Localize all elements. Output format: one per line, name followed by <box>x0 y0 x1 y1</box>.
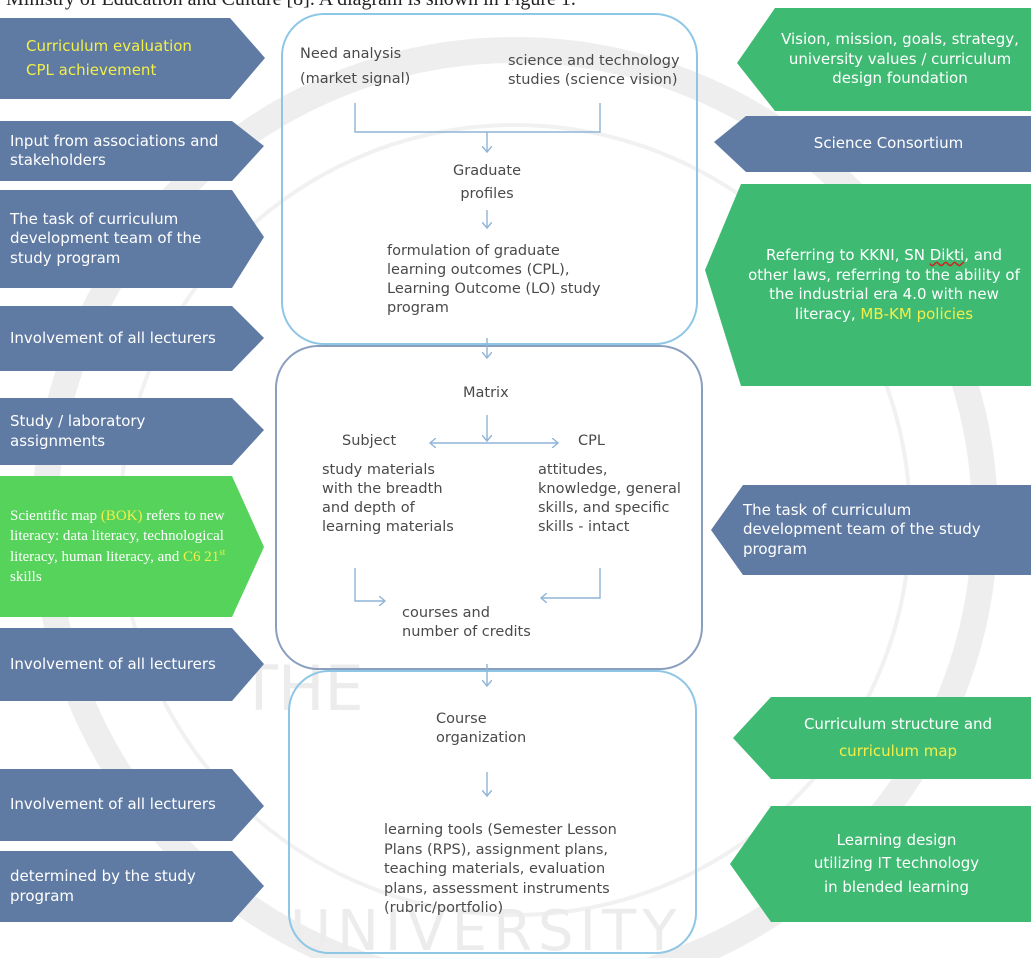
left-shape-5 <box>0 398 264 465</box>
left-shape-7 <box>0 628 264 701</box>
label-task-curriculum-team-right: The task of curriculum development team … <box>743 500 981 558</box>
right-shape-4 <box>711 485 1031 575</box>
label-referring-kkni: Referring to KKNI, SN Dikti, and other l… <box>748 246 1020 323</box>
arrow-cpl-to-courses <box>541 568 601 598</box>
label-curriculum-structure: Curriculum structure and curriculum map <box>803 714 993 761</box>
right-shape-2 <box>714 116 1031 172</box>
formulation-cpl-text: formulation of graduate learning outcome… <box>387 243 601 317</box>
right-shape-6 <box>730 806 1031 922</box>
arrow-subject-to-courses <box>354 568 385 601</box>
matrix-text: Matrix <box>463 385 509 401</box>
label-input-associations: Input from associations and stakeholders <box>10 131 219 170</box>
header-caption: Ministry of Education and Culture [8]. A… <box>6 0 576 11</box>
left-shape-2 <box>0 121 264 181</box>
flow-box-bottom <box>288 670 697 954</box>
label-involvement-lecturers-2: Involvement of all lecturers <box>10 654 216 673</box>
label-determined-by-program: determined by the study program <box>10 867 196 905</box>
graduate-profiles-text: Graduate profiles <box>453 163 521 203</box>
left-shape-6 <box>0 476 264 617</box>
study-materials-text: study materials with the breadth and dep… <box>322 462 454 536</box>
learning-tools-text: learning tools (Semester Lesson Plans (R… <box>384 822 617 917</box>
flow-box-middle <box>275 345 703 670</box>
label-curriculum-evaluation: Curriculum evaluation CPL achievement <box>26 37 192 79</box>
cpl-text: CPL <box>578 433 605 449</box>
watermark-text-university: UNIVERSITY <box>290 899 682 958</box>
science-tech-studies-text: science and technology studies (science … <box>508 53 680 89</box>
course-organization-text: Course organization <box>436 711 527 747</box>
left-shape-9 <box>0 851 264 922</box>
left-shape-8 <box>0 769 264 841</box>
right-shape-5 <box>733 697 1031 779</box>
label-scientific-map: Scientific map (BOK) refers to new liter… <box>10 507 226 586</box>
need-analysis-text: Need analysis (market signal) <box>300 46 411 88</box>
label-involvement-lecturers-1: Involvement of all lecturers <box>10 328 216 347</box>
flow-box-top <box>281 13 698 345</box>
left-shape-1 <box>0 18 265 99</box>
courses-credits-text: courses and number of credits <box>402 605 531 641</box>
label-involvement-lecturers-3: Involvement of all lecturers <box>10 795 216 814</box>
connector-need-analysis <box>354 103 601 133</box>
right-shape-1 <box>737 8 1031 111</box>
label-learning-design: Learning design utilizing IT technology … <box>813 831 980 896</box>
subject-text: Subject <box>342 433 397 449</box>
label-vision-mission: Vision, mission, goals, strategy, univer… <box>781 30 1019 88</box>
label-study-lab-assignments: Study / laboratory assignments <box>10 412 146 450</box>
left-shape-3 <box>0 190 264 288</box>
label-science-consortium: Science Consortium <box>813 134 964 153</box>
label-task-curriculum-team-left: The task of curriculum development team … <box>10 209 202 267</box>
right-shape-3 <box>705 184 1031 386</box>
left-shape-4 <box>0 306 264 371</box>
attitudes-knowledge-text: attitudes, knowledge, general skills, an… <box>538 462 681 536</box>
